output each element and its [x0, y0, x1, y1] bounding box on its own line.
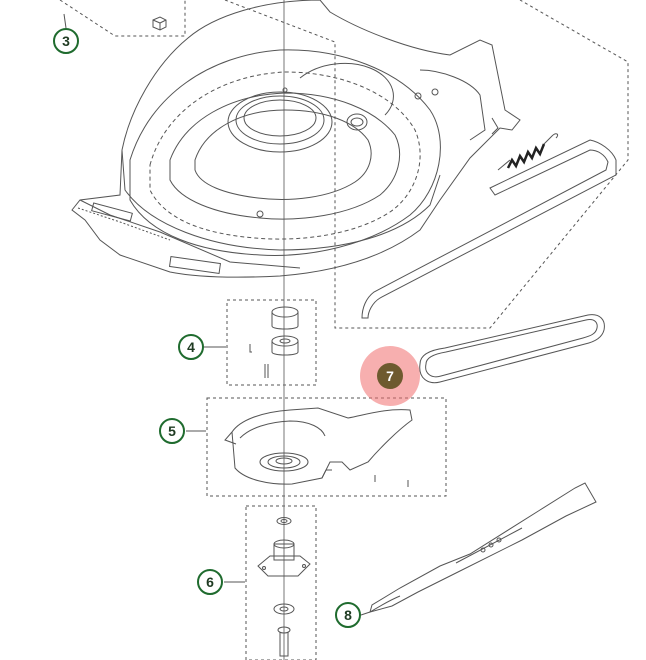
blade-guard [224, 407, 413, 487]
nut-part [152, 16, 167, 31]
drive-belt [419, 314, 605, 384]
bushing-set [249, 306, 299, 378]
group-box-5 [206, 397, 447, 497]
group-box-6 [245, 505, 317, 660]
callout-part-8[interactable]: 8 [335, 602, 361, 628]
callout-part-7[interactable]: 7 [377, 363, 403, 389]
leader-lines [63, 13, 371, 616]
group-box-deck [224, 0, 629, 329]
group-box-3 [59, 0, 186, 37]
callout-part-6[interactable]: 6 [197, 569, 223, 595]
cutting-blade [369, 482, 597, 613]
callout-part-3[interactable]: 3 [53, 28, 79, 54]
callout-part-4[interactable]: 4 [178, 334, 204, 360]
blade-adapter [257, 517, 311, 657]
mower-deck [71, 0, 521, 278]
callout-part-5[interactable]: 5 [159, 418, 185, 444]
spring-and-rod [361, 133, 617, 319]
group-box-4 [226, 299, 317, 386]
